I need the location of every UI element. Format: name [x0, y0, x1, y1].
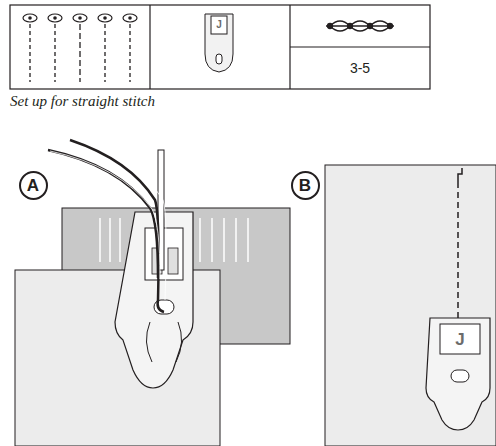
stitch-symbol: [326, 21, 394, 31]
callout-letter: B: [299, 177, 311, 194]
panel-b-illustration: [325, 165, 496, 446]
panel-a-illustration: [15, 140, 290, 446]
stitch-length: 3-5: [350, 61, 370, 75]
foot-letter: J: [216, 20, 222, 30]
caption: Set up for straight stitch: [10, 93, 155, 110]
callout-letter: A: [27, 177, 39, 194]
callout-circle: B: [291, 171, 320, 200]
presser-foot-icon: [205, 14, 233, 72]
foot-letter: J: [455, 331, 464, 348]
callout-circle: A: [19, 171, 48, 200]
needle-position-icon: [23, 14, 137, 82]
settings-table: [10, 5, 430, 89]
